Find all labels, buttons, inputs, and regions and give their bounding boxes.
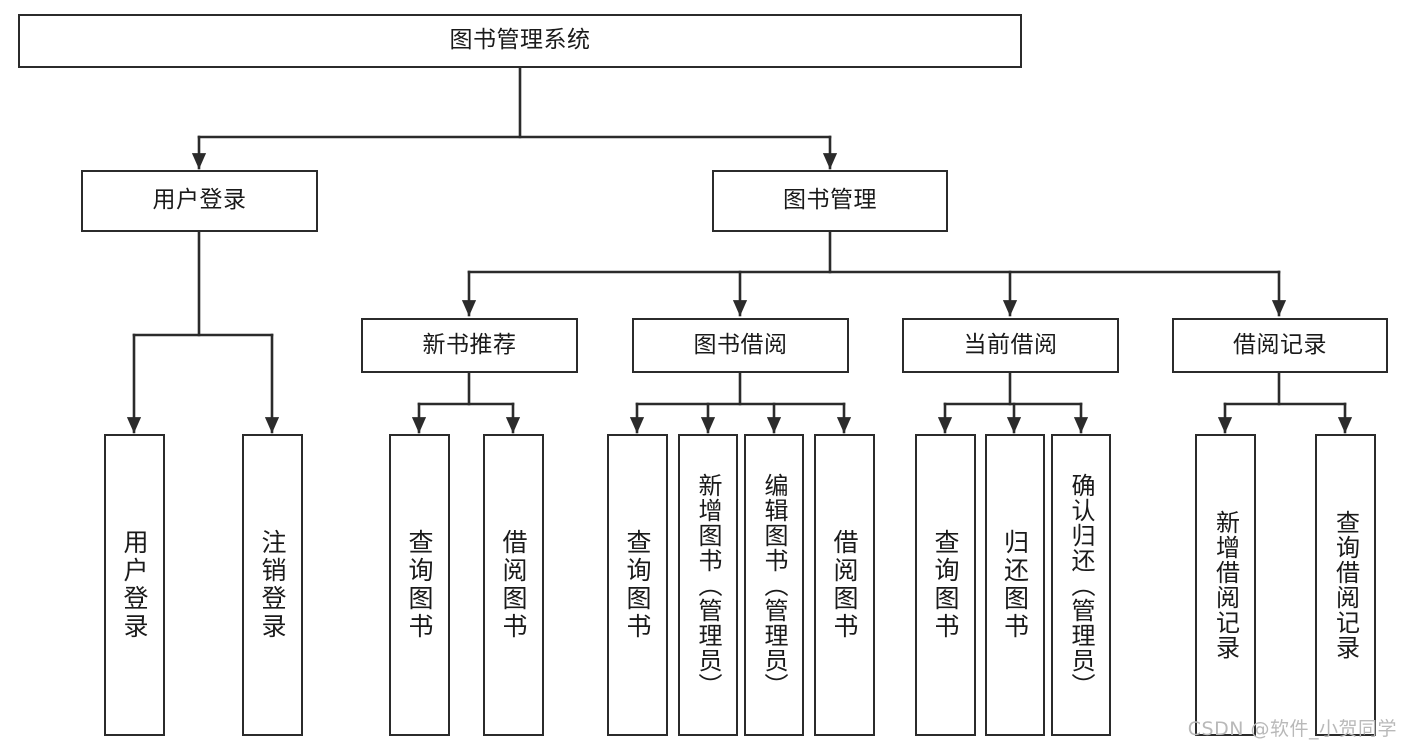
node-label: 新增图书（管理员）	[694, 472, 722, 698]
node-leaf-confirm-return-admin[interactable]: 确认归还（管理员）	[1051, 434, 1111, 736]
node-label: 借阅记录	[1233, 331, 1327, 358]
node-user-login[interactable]: 用户登录	[81, 170, 318, 232]
node-current-borrowing[interactable]: 当前借阅	[902, 318, 1119, 373]
node-label: 查询借阅记录	[1331, 510, 1360, 660]
node-leaf-add-borrow-record[interactable]: 新增借阅记录	[1195, 434, 1256, 736]
node-book-management[interactable]: 图书管理	[712, 170, 948, 232]
node-label: 用户登录	[120, 529, 149, 641]
node-leaf-query-book-3[interactable]: 查询图书	[915, 434, 976, 736]
node-label: 编辑图书（管理员）	[760, 472, 788, 698]
node-leaf-logout[interactable]: 注销登录	[242, 434, 303, 736]
node-label: 新增借阅记录	[1211, 510, 1240, 660]
node-book-management-system[interactable]: 图书管理系统	[18, 14, 1022, 68]
node-leaf-query-borrow-record[interactable]: 查询借阅记录	[1315, 434, 1376, 736]
node-new-book-recommendation[interactable]: 新书推荐	[361, 318, 578, 373]
node-leaf-query-book-1[interactable]: 查询图书	[389, 434, 450, 736]
node-label: 注销登录	[258, 529, 287, 641]
node-label: 借阅图书	[830, 529, 859, 641]
node-leaf-user-login[interactable]: 用户登录	[104, 434, 165, 736]
node-label: 图书管理系统	[449, 27, 591, 54]
node-label: 查询图书	[405, 529, 434, 641]
node-leaf-borrow-book-1[interactable]: 借阅图书	[483, 434, 544, 736]
node-label: 图书借阅	[693, 331, 788, 358]
node-label: 借阅图书	[499, 529, 528, 641]
node-leaf-borrow-book-2[interactable]: 借阅图书	[814, 434, 875, 736]
node-borrowing-record[interactable]: 借阅记录	[1172, 318, 1388, 373]
node-label: 确认归还（管理员）	[1067, 472, 1095, 698]
node-label: 归还图书	[1000, 529, 1030, 641]
node-leaf-query-book-2[interactable]: 查询图书	[607, 434, 668, 736]
node-label: 查询图书	[931, 529, 960, 641]
node-leaf-edit-book-admin[interactable]: 编辑图书（管理员）	[744, 434, 804, 736]
node-book-borrowing[interactable]: 图书借阅	[632, 318, 849, 373]
node-label: 当前借阅	[963, 331, 1058, 358]
node-label: 图书管理	[783, 187, 877, 214]
node-label: 用户登录	[152, 187, 247, 214]
node-leaf-add-book-admin[interactable]: 新增图书（管理员）	[678, 434, 738, 736]
watermark-text: CSDN @软件_小贺同学	[1187, 718, 1397, 740]
node-label: 新书推荐	[422, 331, 517, 358]
node-label: 查询图书	[623, 529, 652, 641]
node-leaf-return-book[interactable]: 归还图书	[985, 434, 1045, 736]
